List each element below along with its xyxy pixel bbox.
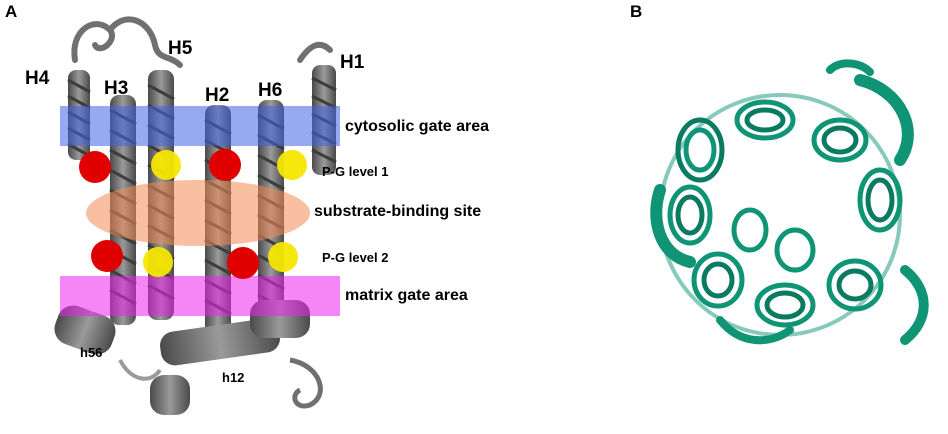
pg-level-1-label: P-G level 1 [322, 164, 389, 179]
pg-level-1-spheres [79, 149, 307, 183]
label-h3: H3 [104, 78, 129, 99]
cytosolic-gate-band [60, 106, 340, 146]
panel-b-label: B [630, 2, 643, 21]
pg-level-2-spheres [91, 240, 298, 279]
cytosolic-gate-label: cytosolic gate area [345, 118, 490, 135]
panel-b-structure [650, 59, 929, 345]
pg-level-2-label: P-G level 2 [322, 250, 389, 265]
label-h2: H2 [205, 85, 230, 106]
label-h12: h12 [222, 370, 245, 385]
label-h1: H1 [340, 52, 365, 73]
label-h6: H6 [258, 80, 283, 101]
matrix-gate-label: matrix gate area [345, 287, 468, 304]
top-loops [71, 16, 333, 68]
substrate-binding-label: substrate-binding site [314, 203, 482, 220]
label-h5: H5 [168, 38, 193, 59]
substrate-binding-band [86, 180, 310, 246]
label-h4: H4 [25, 68, 50, 89]
matrix-gate-band [60, 276, 340, 316]
label-h56: h56 [80, 345, 103, 360]
panel-a-label: A [5, 2, 18, 21]
